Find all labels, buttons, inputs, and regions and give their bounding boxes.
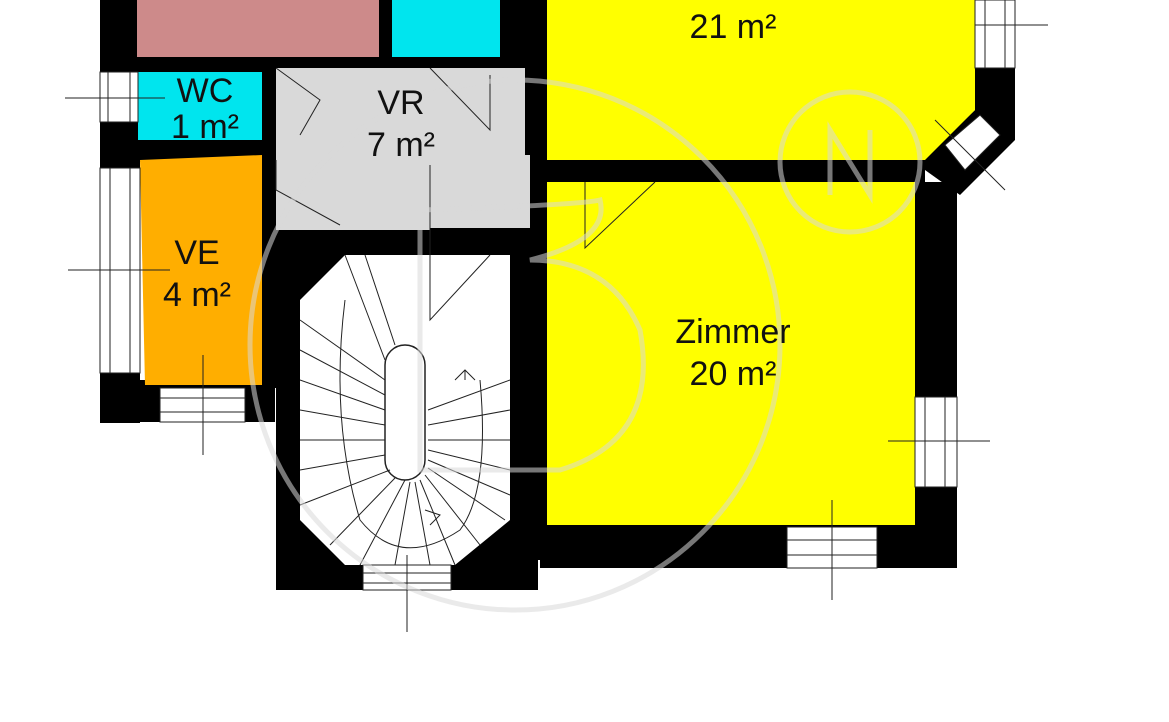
room-area-top-right: 21 m² bbox=[690, 8, 777, 46]
room-labels: 21 m² WC 1 m² VR 7 m² VE 4 m² Zimmer 20 … bbox=[163, 8, 791, 393]
room-name-ve: VE bbox=[174, 234, 219, 272]
room-area-ve: 4 m² bbox=[163, 276, 231, 314]
room-name-vr: VR bbox=[377, 84, 424, 122]
room-area-zimmer: 20 m² bbox=[690, 355, 777, 393]
room-area-vr: 7 m² bbox=[367, 126, 435, 164]
room-name-zimmer: Zimmer bbox=[675, 313, 790, 351]
room-name-wc: WC bbox=[177, 72, 234, 110]
watermark-logo bbox=[247, 77, 923, 613]
room-area-wc: 1 m² bbox=[171, 108, 239, 146]
windows bbox=[65, 0, 1048, 632]
staircase bbox=[299, 254, 511, 566]
